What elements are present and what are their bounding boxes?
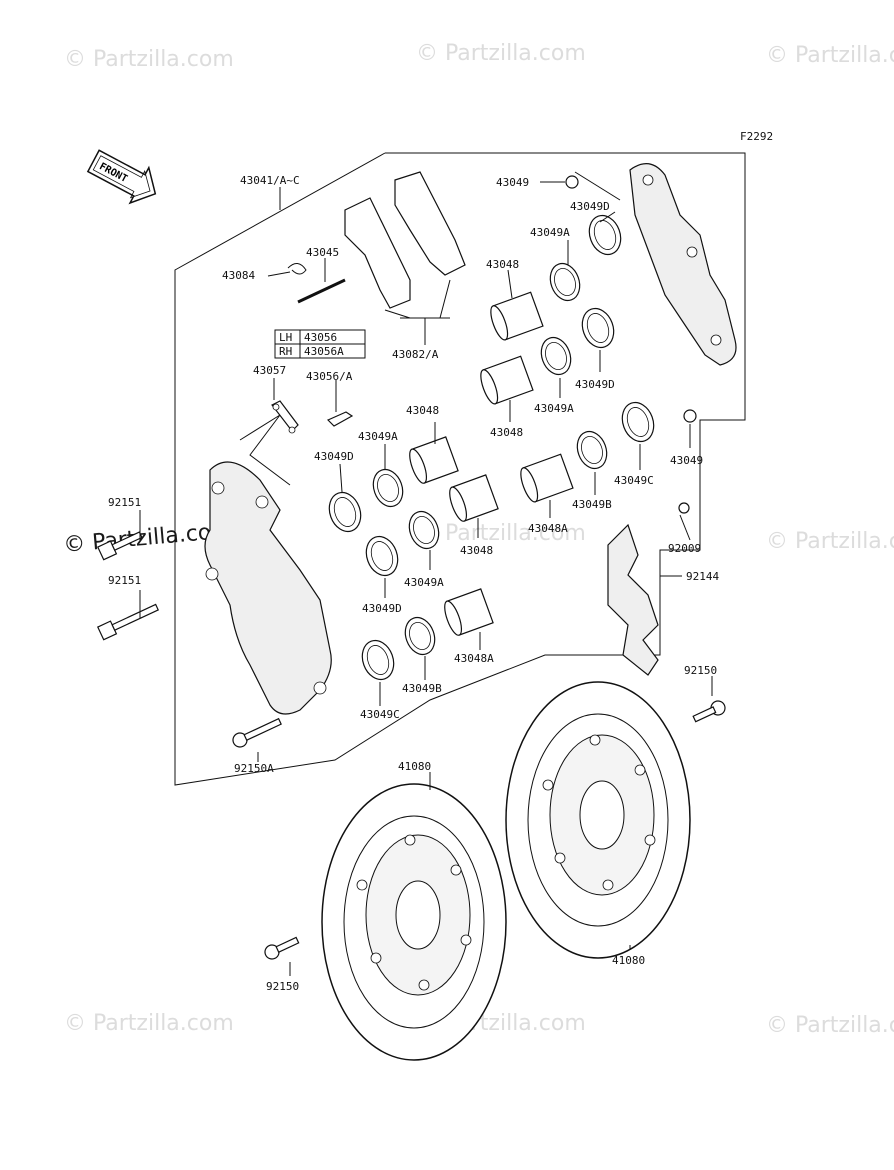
bleeder-parts	[271, 378, 354, 434]
figure-code: F2292	[740, 130, 773, 143]
leader-lines	[139, 181, 713, 976]
label-43049a-r: 43049A	[534, 402, 574, 415]
label-92151-b: 92151	[108, 574, 141, 587]
bolts	[96, 531, 726, 960]
label-43049d-mid: 43049D	[362, 602, 402, 615]
label-43057: 43057	[253, 364, 286, 377]
label-92009: 92009	[668, 542, 701, 555]
part-labels: 43041/A~C 43084 43045 43082/A 43057 4305…	[108, 174, 719, 993]
label-43049-top: 43049	[496, 176, 529, 189]
caliper-right	[574, 163, 737, 366]
label-43049-r: 43049	[670, 454, 703, 467]
watermark: © Partzilla.com	[766, 43, 894, 68]
label-43049d-top: 43049D	[570, 200, 610, 213]
lh-rh-table: LH 43056 RH 43056A	[274, 329, 366, 359]
pistons	[409, 291, 574, 636]
label-43048a-mid: 43048A	[454, 652, 494, 665]
watermarks: © Partzilla.com © Partzilla.com © Partzi…	[62, 41, 894, 1038]
brake-disc-left	[321, 783, 507, 1061]
label-92151-a: 92151	[108, 496, 141, 509]
label-43048-mid: 43048	[460, 544, 493, 557]
label-43049a-mid: 43049A	[404, 576, 444, 589]
label-92150a: 92150A	[234, 762, 274, 775]
label-41080-l: 41080	[398, 760, 431, 773]
lh-label: LH	[279, 331, 292, 344]
watermark: © Partzilla.com	[766, 529, 894, 554]
front-arrow-icon: FRONT	[86, 149, 157, 205]
pad-pin	[267, 258, 346, 304]
label-92150-r: 92150	[684, 664, 717, 677]
lh-part: 43056	[304, 331, 337, 344]
label-43045: 43045	[306, 246, 339, 259]
label-41080-r: 41080	[612, 954, 645, 967]
label-92144: 92144	[686, 570, 719, 583]
rh-label: RH	[279, 345, 292, 358]
label-43049d-r: 43049D	[575, 378, 615, 391]
brake-disc-right	[505, 681, 691, 959]
assembly-frame	[174, 152, 746, 786]
label-92150-l: 92150	[266, 980, 299, 993]
watermark: © Partzilla.com	[64, 1011, 234, 1036]
label-43082: 43082/A	[392, 348, 439, 361]
label-43048-r: 43048	[490, 426, 523, 439]
label-43048a-r: 43048A	[528, 522, 568, 535]
watermark: © Partzilla.com	[766, 1013, 894, 1038]
caliper-left	[204, 414, 332, 715]
watermark: © Partzilla.com	[416, 41, 586, 66]
label-43084: 43084	[222, 269, 255, 282]
label-43056a: 43056/A	[306, 370, 353, 383]
pad-spring	[607, 523, 659, 676]
seals	[328, 175, 697, 681]
brake-pad-pair	[344, 171, 466, 345]
label-43048-l1: 43048	[406, 404, 439, 417]
rh-part: 43056A	[304, 345, 344, 358]
label-43049c-mid: 43049C	[360, 708, 400, 721]
label-43049a-l1: 43049A	[358, 430, 398, 443]
label-43049b-mid: 43049B	[402, 682, 442, 695]
label-43041: 43041/A~C	[240, 174, 300, 187]
watermark: © Partzilla.com	[416, 521, 586, 546]
label-43049d-l1: 43049D	[314, 450, 354, 463]
watermark: © Partzilla.com	[64, 47, 234, 72]
label-43049b-r: 43049B	[572, 498, 612, 511]
label-43049c-r: 43049C	[614, 474, 654, 487]
label-43048-top: 43048	[486, 258, 519, 271]
label-43049a-top: 43049A	[530, 226, 570, 239]
